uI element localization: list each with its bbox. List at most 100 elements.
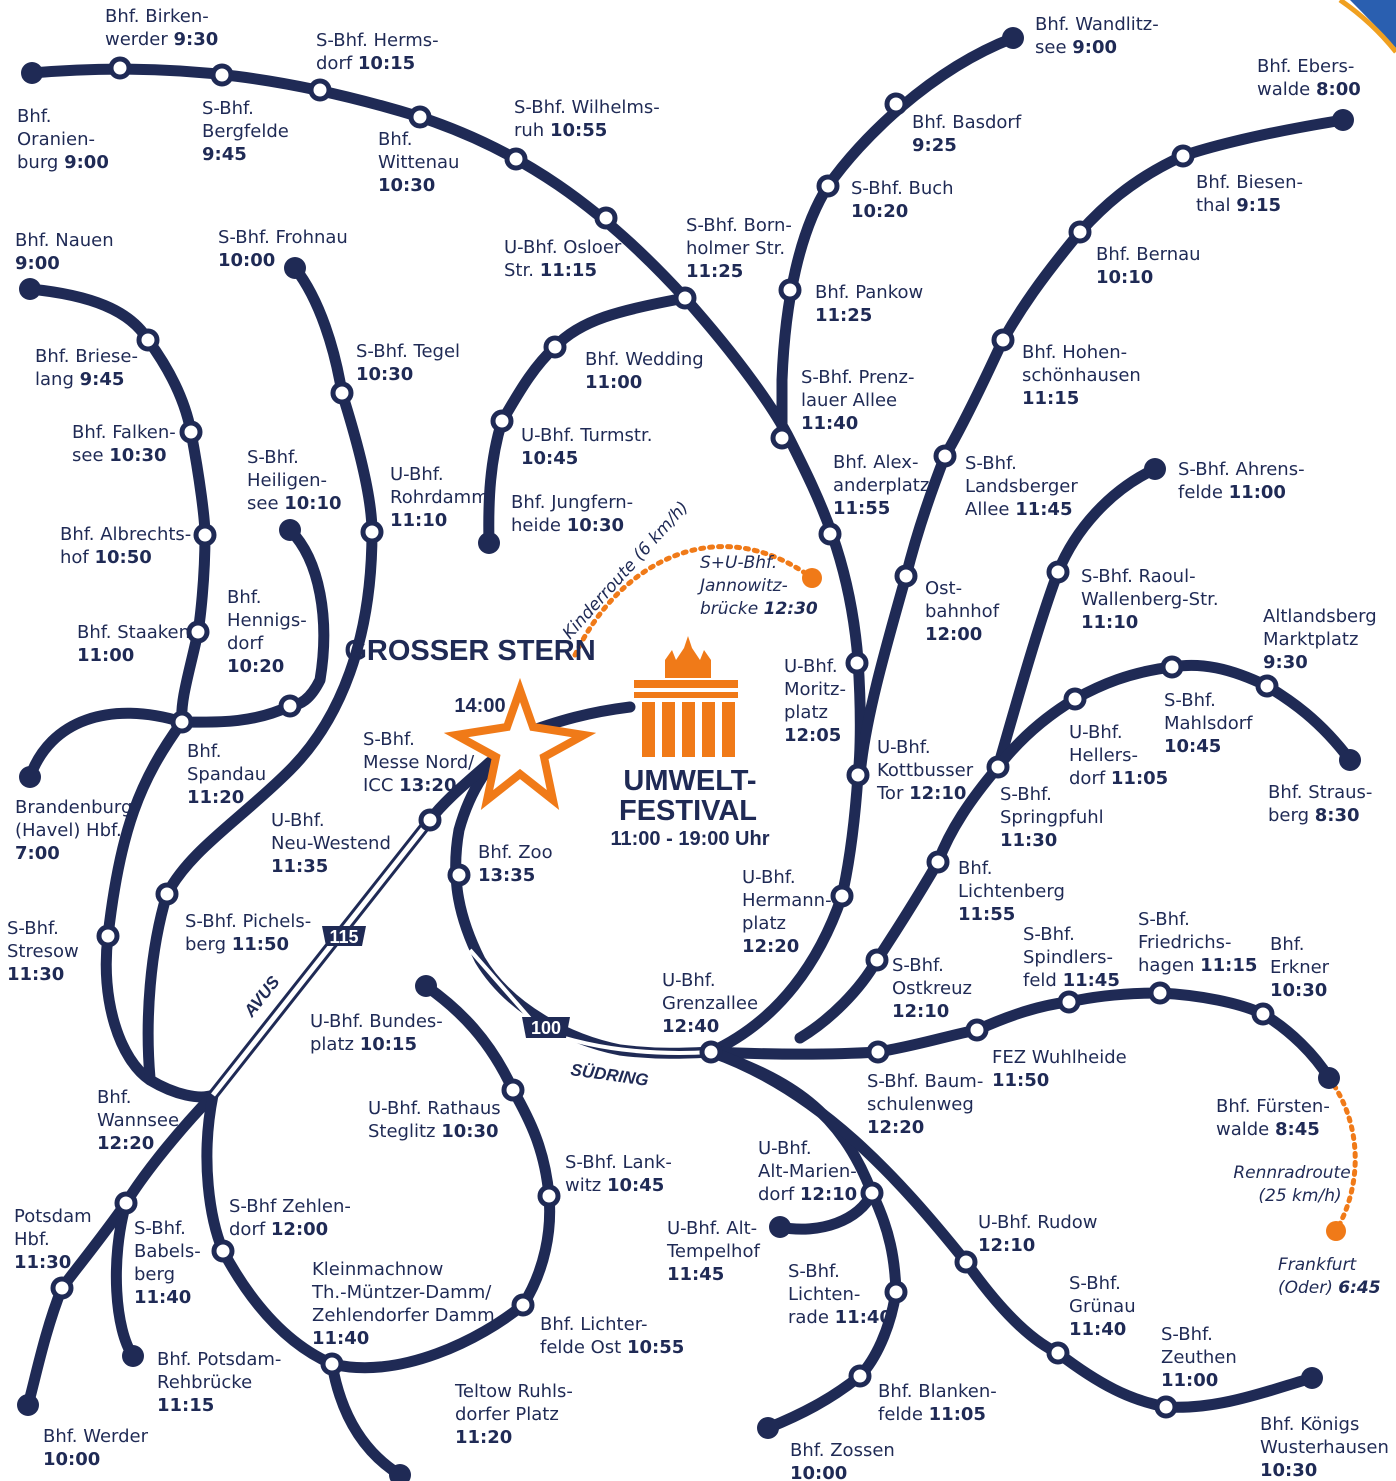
- station-label-line: Mahlsdorf: [1164, 713, 1253, 734]
- station-label-line: 9:45: [202, 144, 247, 165]
- station-label-line: Kleinmachnow: [312, 1259, 443, 1280]
- brandenburg-gate-icon: [634, 636, 738, 757]
- station-label-line: U-Bhf.: [742, 867, 796, 888]
- station-label-brandenburg: Brandenburg(Havel) Hbf.7:00: [15, 797, 132, 864]
- station-label-line: U-Bhf. Alt-: [667, 1218, 757, 1239]
- station-label-line: S-Bhf. Born-: [686, 215, 792, 236]
- station-label-line: S-Bhf.: [788, 1261, 840, 1282]
- rennradroute-label-1: Rennradroute: [1233, 1163, 1350, 1183]
- station-label-line: S-Bhf.: [965, 453, 1017, 474]
- festival-title-2: FESTIVAL: [619, 795, 757, 827]
- station-label-messe: S-Bhf.Messe Nord/ICC 13:20: [363, 729, 475, 796]
- station-label-line: burg 9:00: [17, 152, 109, 173]
- station-label-line: Th.-Müntzer-Damm/: [311, 1282, 492, 1303]
- station-label-line: platz: [784, 702, 828, 723]
- station-label-line: Kottbusser: [877, 760, 974, 781]
- station-label-line: Zeuthen: [1161, 1347, 1237, 1368]
- station-label-line: 11:15: [157, 1395, 214, 1416]
- suedring-label: SÜDRING: [569, 1060, 649, 1090]
- station-label-zehlendorf: S-Bhf Zehlen-dorf 12:00: [229, 1196, 351, 1240]
- station-label-line: U-Bhf. Rathaus: [368, 1098, 501, 1119]
- station-label-line: 11:25: [686, 261, 743, 282]
- line-werder: [22, 1089, 219, 1411]
- station-label-line: 10:45: [1164, 736, 1221, 757]
- station-label-line: Bhf. Straus-: [1268, 782, 1372, 803]
- station-label-line: 10:20: [227, 656, 284, 677]
- station-label-line: 11:00: [1161, 1370, 1218, 1391]
- station-label-line: Rohrdamm: [390, 487, 489, 508]
- station-label-line: S-Bhf. Ahrens-: [1178, 459, 1305, 480]
- station-label-line: platz: [742, 913, 786, 934]
- station-label-line: 11:10: [1081, 612, 1138, 633]
- station-label-line: schönhausen: [1022, 365, 1141, 386]
- station-label-line: Bhf. Fürsten-: [1216, 1096, 1330, 1117]
- station-label-line: Grünau: [1069, 1296, 1136, 1317]
- station-label-line: S-Bhf.: [1164, 690, 1216, 711]
- station-label-raoul: S-Bhf. Raoul-Wallenberg-Str.11:10: [1081, 566, 1219, 633]
- station-label-line: 11:45: [667, 1264, 724, 1285]
- station-label-line: S-Bhf. Raoul-: [1081, 566, 1196, 587]
- station-label-line: Wusterhausen: [1260, 1437, 1389, 1458]
- station-label-line: Hermann-: [742, 890, 832, 911]
- station-label-line: ruh 10:55: [514, 120, 607, 141]
- station-label-line: holmer Str.: [686, 238, 785, 259]
- station-label-line: Str. 11:15: [504, 260, 597, 281]
- grosser-stern-title: GROSSER STERN: [344, 635, 595, 667]
- station-label-line: 9:25: [912, 135, 957, 156]
- station-label-line: 12:10: [978, 1235, 1035, 1256]
- station-label-line: 10:10: [1096, 267, 1153, 288]
- station-label-line: S-Bhf.: [1000, 784, 1052, 805]
- station-label-line: Jannowitz-: [697, 576, 788, 596]
- station-label-lichterfelde-ost: Bhf. Lichter-felde Ost 10:55: [540, 1314, 684, 1358]
- station-label-line: heide 10:30: [511, 515, 624, 536]
- svg-text:100: 100: [531, 1018, 561, 1038]
- station-label-line: ICC 13:20: [363, 775, 456, 796]
- station-label-line: Heiligen-: [247, 470, 327, 491]
- station-label-line: Spandau: [187, 764, 266, 785]
- shield-115: 115: [322, 926, 366, 947]
- station-label-line: feld 11:45: [1023, 970, 1120, 991]
- station-label-line: 9:00: [15, 253, 60, 274]
- station-label-line: rade 11:40: [788, 1307, 892, 1328]
- station-label-line: U-Bhf.: [662, 970, 716, 991]
- station-label-line: Moritz-: [784, 679, 846, 700]
- station-label-line: Wittenau: [378, 152, 459, 173]
- station-label-frankfurt: Frankfurt(Oder) 6:45: [1278, 1255, 1381, 1298]
- station-label-line: S-Bhf.: [1069, 1273, 1121, 1294]
- station-label-line: Hellers-: [1069, 745, 1138, 766]
- station-label-line: S-Bhf.: [363, 729, 415, 750]
- station-label-line: Bhf. Biesen-: [1196, 172, 1303, 193]
- station-label-line: Messe Nord/: [363, 752, 475, 773]
- station-label-line: dorf 10:15: [316, 53, 415, 74]
- station-label-line: Bhf. Zossen: [790, 1440, 895, 1461]
- station-label-line: Bhf. Albrechts-: [60, 524, 191, 545]
- station-label-line: 11:30: [14, 1252, 71, 1273]
- station-label-line: 10:00: [218, 250, 275, 271]
- station-label-ahrensfelde: S-Bhf. Ahrens-felde 11:00: [1178, 459, 1305, 503]
- station-label-line: Bhf. Zoo: [478, 842, 553, 863]
- station-label-oranienburg: Bhf.Oranien-burg 9:00: [17, 106, 109, 173]
- station-label-line: 11:40: [134, 1287, 191, 1308]
- station-label-line: 13:35: [478, 865, 535, 886]
- station-label-spindlersfeld: S-Bhf.Spindlers-feld 11:45: [1023, 924, 1120, 991]
- station-label-line: S-Bhf.: [1161, 1324, 1213, 1345]
- station-label-line: Bhf. Staaken: [77, 622, 190, 643]
- station-label-line: Wallenberg-Str.: [1081, 589, 1219, 610]
- festival-hours: 11:00 - 19:00 Uhr: [611, 828, 770, 850]
